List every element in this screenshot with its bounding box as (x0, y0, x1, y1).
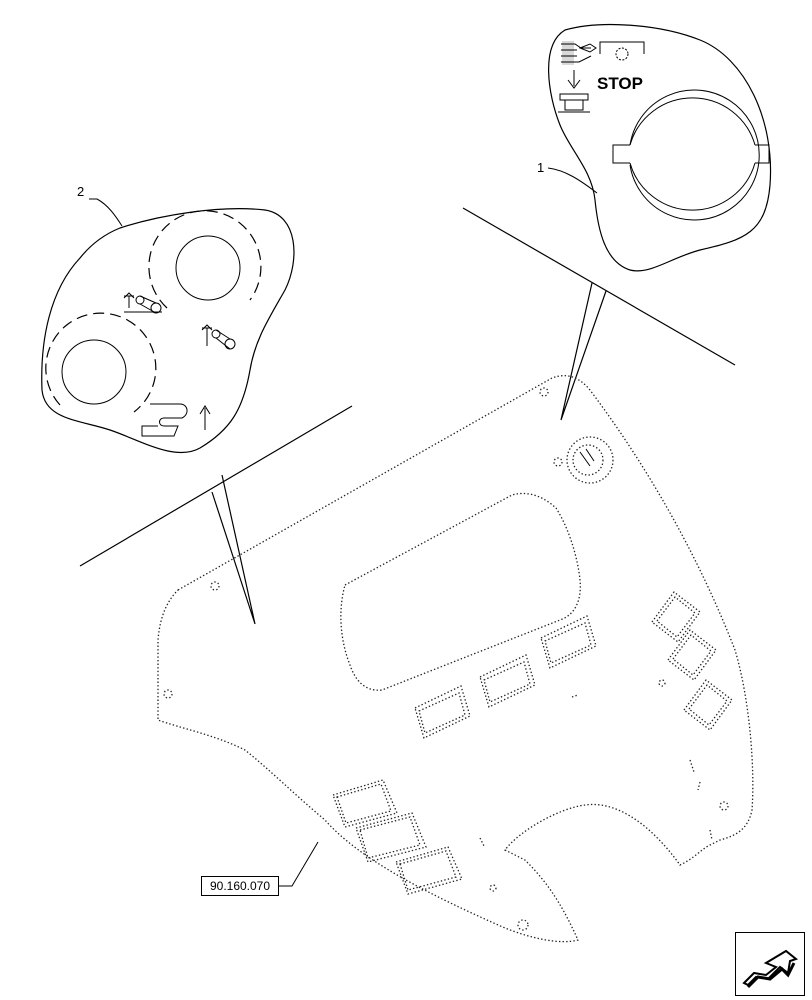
stop-button-icon (558, 93, 590, 113)
mount-hole (719, 801, 729, 811)
decal-1-outline (548, 23, 772, 272)
panel-outline (157, 375, 754, 943)
switch-column-lower (332, 779, 463, 895)
decal-2-pto (41, 208, 295, 453)
callout-1-leader (547, 167, 598, 194)
callout-2-label: 2 (77, 184, 84, 199)
stop-label: STOP (597, 74, 643, 93)
mount-hole (539, 387, 549, 397)
decal-1-pointer (462, 207, 736, 421)
lower-knob-ring (45, 312, 157, 413)
pto-engage-icon-2 (201, 324, 236, 350)
pto-engage-icon-1 (123, 292, 162, 314)
hand-pump-icon (561, 41, 597, 65)
display-screen (340, 492, 581, 691)
mount-hole (489, 884, 497, 892)
reference-leader (279, 841, 319, 887)
arrow-down-icon (567, 70, 581, 89)
callout-1-label: 1 (537, 160, 544, 175)
mount-hole (517, 919, 529, 931)
mount-hole (658, 679, 666, 687)
hitch-lift-icon (141, 403, 211, 437)
decal-1-stop: STOP (548, 23, 772, 272)
callout-2-leader (89, 198, 123, 227)
next-page-button[interactable] (735, 932, 805, 996)
switch-column-right (651, 591, 733, 731)
instrument-panel (157, 375, 754, 943)
decal-2-pointer (79, 405, 353, 625)
mount-hole (210, 581, 220, 591)
decal-2-outline (41, 208, 295, 453)
mount-hole (163, 689, 173, 699)
next-page-arrow-icon (742, 949, 799, 989)
upper-knob-ring (148, 210, 262, 309)
key-switch-cutout (612, 89, 770, 221)
switch-row-centre (414, 615, 597, 739)
key-switch (553, 436, 614, 484)
engine-gear-icon (599, 41, 645, 61)
part-reference-label[interactable]: 90.160.070 (201, 876, 279, 896)
